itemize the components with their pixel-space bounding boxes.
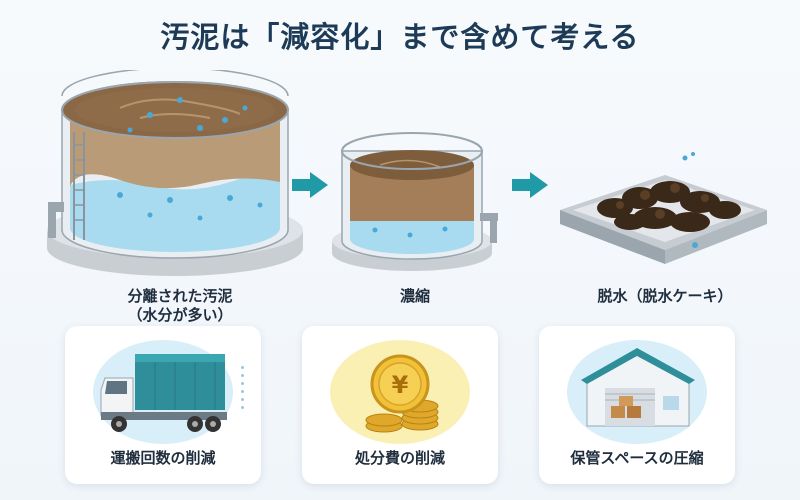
- stage-label-line1: 分離された汚泥: [127, 287, 233, 305]
- benefit-card-transport: 運搬回数の削減: [65, 326, 261, 484]
- stage-label-large-tank: 分離された汚泥 （水分が多い）: [70, 287, 290, 325]
- benefit-label-storage: 保管スペースの圧縮: [570, 449, 704, 467]
- stage-label-line1: 濃縮: [399, 287, 430, 305]
- stage-large-tank: [40, 70, 310, 280]
- yen-symbol: ¥: [392, 371, 409, 399]
- large-tank-illustration: [47, 70, 303, 276]
- stage-label-concentration: 濃縮: [355, 287, 475, 306]
- truck-icon: [100, 354, 227, 432]
- benefit-label-disposal-cost: 処分費の削減: [354, 449, 445, 467]
- benefit-card-storage: 保管スペースの圧縮: [539, 326, 735, 484]
- arrow-right-icon: [292, 172, 328, 198]
- arrow-right-icon: [512, 172, 548, 198]
- stage-label-line2: （水分が多い）: [127, 306, 233, 324]
- cake-tray-illustration: [560, 152, 767, 264]
- stage-label-dewatering: 脱水（脱水ケーキ）: [570, 287, 760, 306]
- concentration-tank-illustration: [332, 132, 498, 271]
- decorative-dots: [241, 366, 245, 414]
- benefit-card-disposal-cost: ¥ 処分費の削減: [302, 326, 498, 484]
- stage-label-line1: 脱水（脱水ケーキ）: [597, 287, 733, 305]
- stage-concentration-tank: [330, 125, 505, 275]
- coins-icon: ¥: [365, 354, 439, 433]
- warehouse-icon: [581, 348, 695, 427]
- benefit-label-transport: 運搬回数の削減: [110, 449, 216, 467]
- stage-dewatered-cake: [555, 140, 770, 275]
- page-title: 汚泥は「減容化」まで含めて考える: [160, 20, 640, 54]
